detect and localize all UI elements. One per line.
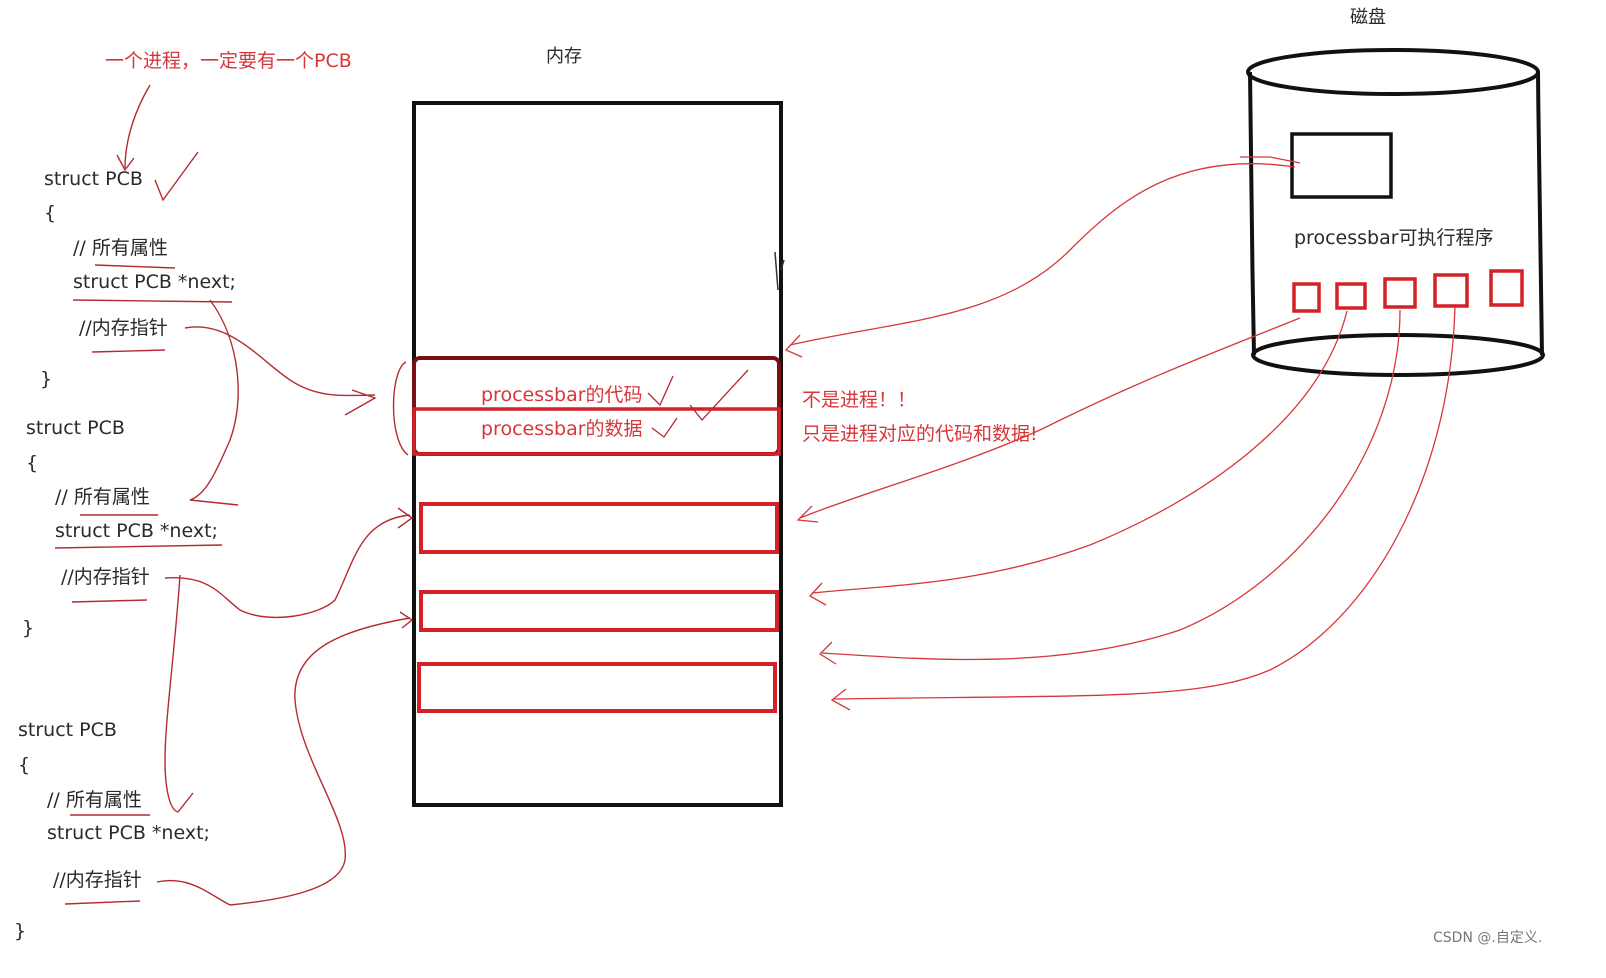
pcb3-attr-comment: // 所有属性: [47, 789, 142, 811]
pcb2-mem-link: [164, 514, 411, 619]
memory-code-label: processbar的代码: [481, 384, 643, 406]
pcb2-mem-underline: [71, 599, 148, 603]
csdn-watermark: CSDN @.自定义.: [1433, 930, 1543, 946]
annotation-code-data: 只是进程对应的代码和数据!: [802, 423, 1038, 445]
disk-chunk-5: [1489, 269, 1524, 307]
disk-program-box: [1290, 132, 1393, 199]
pcb3-open-brace: {: [18, 754, 31, 776]
pcb1-attr-underline: [94, 264, 176, 269]
load-arrow-program: [789, 163, 1296, 346]
load-arrow-program-tail: [1240, 156, 1301, 164]
pcb2-next-link: [164, 574, 194, 813]
memory-label: 内存: [546, 46, 582, 67]
pcb1-check: [154, 151, 199, 202]
disk-chunk-4: [1433, 273, 1469, 308]
pcb2-next-underline: [54, 544, 223, 549]
pcb3-mem-comment: //内存指针: [53, 869, 142, 891]
pcb3-mem-link: [156, 617, 411, 906]
disk-bottom: [1251, 333, 1545, 377]
load-arrow-4: [833, 306, 1456, 700]
disk-program-label: processbar可执行程序: [1294, 227, 1494, 249]
pcb1-open-brace: {: [44, 202, 57, 224]
load-arrow-2: [811, 310, 1348, 594]
annotation-not-process: 不是进程！！: [802, 389, 917, 411]
disk-cylinder: [1246, 48, 1545, 377]
memory-region-box-3: [417, 662, 777, 713]
mark-tick: [774, 251, 785, 291]
pcb3-mem-underline: [64, 900, 141, 905]
memory-data-label: processbar的数据: [481, 418, 643, 440]
disk-top: [1246, 48, 1540, 96]
process-data-box: [412, 407, 781, 456]
pcb1-close-brace: }: [40, 368, 53, 390]
pcb2-next-ptr: struct PCB *next;: [55, 520, 218, 542]
load-arrow-3: [821, 309, 1401, 661]
load-arrow-3-head: [818, 641, 837, 665]
pcb2-attr-comment: // 所有属性: [55, 486, 150, 508]
pcb3-next-ptr: struct PCB *next;: [47, 822, 210, 844]
pcb1-mem-link-head: [344, 389, 377, 416]
pcb3-close-brace: }: [14, 920, 27, 942]
disk-chunk-1: [1292, 282, 1321, 313]
pcb1-next-ptr: struct PCB *next;: [73, 271, 236, 293]
disk-label: 磁盘: [1350, 7, 1386, 28]
load-arrow-1-head: [796, 505, 819, 523]
data-check: [651, 417, 678, 438]
pcb3-decl: struct PCB: [18, 719, 117, 741]
pcb1-next-underline: [72, 299, 233, 303]
load-arrow-program-head: [784, 334, 803, 358]
pcb2-open-brace: {: [26, 452, 39, 474]
pcb2-decl: struct PCB: [26, 417, 125, 439]
pcb1-attr-comment: // 所有属性: [73, 237, 168, 259]
pcb2-close-brace: }: [22, 617, 35, 639]
load-arrow-1: [799, 317, 1301, 519]
bracket-left: [392, 361, 409, 456]
disk-chunk-2: [1335, 282, 1367, 310]
pcb3-mem-link-head: [399, 611, 414, 629]
top-note: 一个进程，一定要有一个PCB: [105, 50, 352, 72]
load-arrow-4-head: [830, 688, 851, 711]
pcb1-next-link: [189, 299, 239, 506]
pcb1-decl: struct PCB: [44, 168, 143, 190]
code-check: [647, 375, 674, 407]
disk-body: [1248, 71, 1256, 356]
memory-region-box-2: [419, 590, 779, 632]
pcb1-mem-underline: [91, 349, 166, 353]
pcb2-mem-link-head: [397, 507, 414, 529]
disk-chunk-3: [1383, 277, 1417, 309]
pcb1-mem-link: [184, 326, 376, 397]
memory-region-box-1: [419, 502, 779, 554]
region-check: [689, 369, 749, 421]
pcb1-mem-comment: //内存指针: [79, 317, 168, 339]
note-arrow: [124, 84, 151, 169]
load-arrow-2-head: [808, 582, 827, 606]
pcb2-mem-comment: //内存指针: [61, 566, 150, 588]
note-arrow-head: [116, 154, 135, 172]
disk-body-right: [1536, 71, 1544, 356]
